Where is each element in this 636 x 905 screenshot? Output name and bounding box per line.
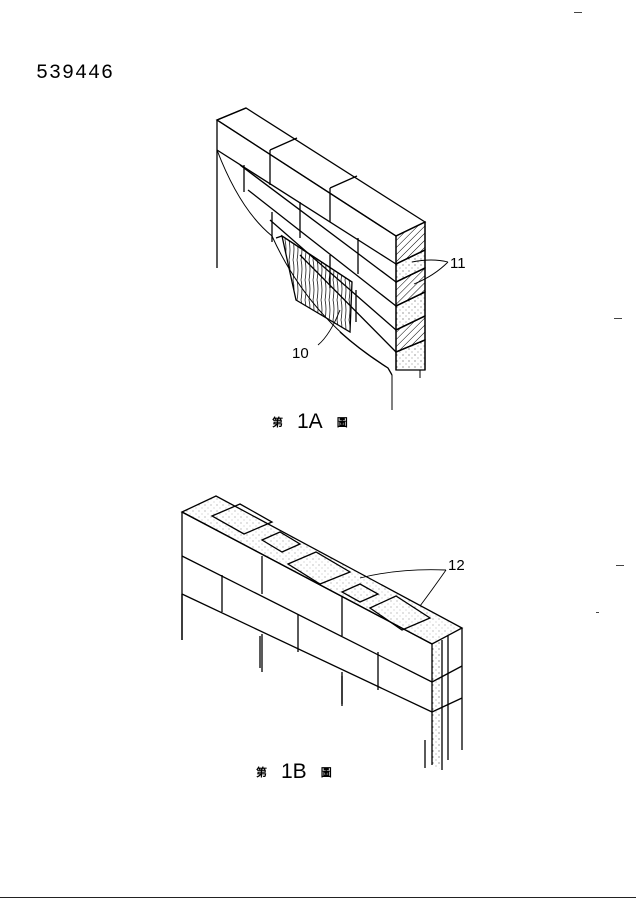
leaders-1a [317,259,449,346]
scan-mark [616,565,624,566]
caption-1a-label: 1A [297,410,323,433]
caption-1a: 第 1A 圖 [272,410,348,434]
callout-12: 12 [448,557,465,574]
caption-1a-suffix: 圖 [336,416,348,429]
wall-1b [180,495,464,770]
callout-11: 11 [450,255,466,272]
wall-1a [215,107,427,410]
caption-1b-label: 1B [281,760,307,783]
caption-1b-prefix: 第 [256,766,267,779]
scan-mark [596,612,599,613]
scan-mark [574,12,582,13]
caption-1a-prefix: 第 [272,416,283,429]
scan-mark [614,318,622,319]
caption-1b-suffix: 圖 [320,766,332,779]
page-bottom-rule [0,897,636,898]
callout-10: 10 [292,345,309,362]
leaders-1b [359,569,447,607]
caption-1b: 第 1B 圖 [256,760,332,784]
document-number: 539446 [36,62,115,85]
